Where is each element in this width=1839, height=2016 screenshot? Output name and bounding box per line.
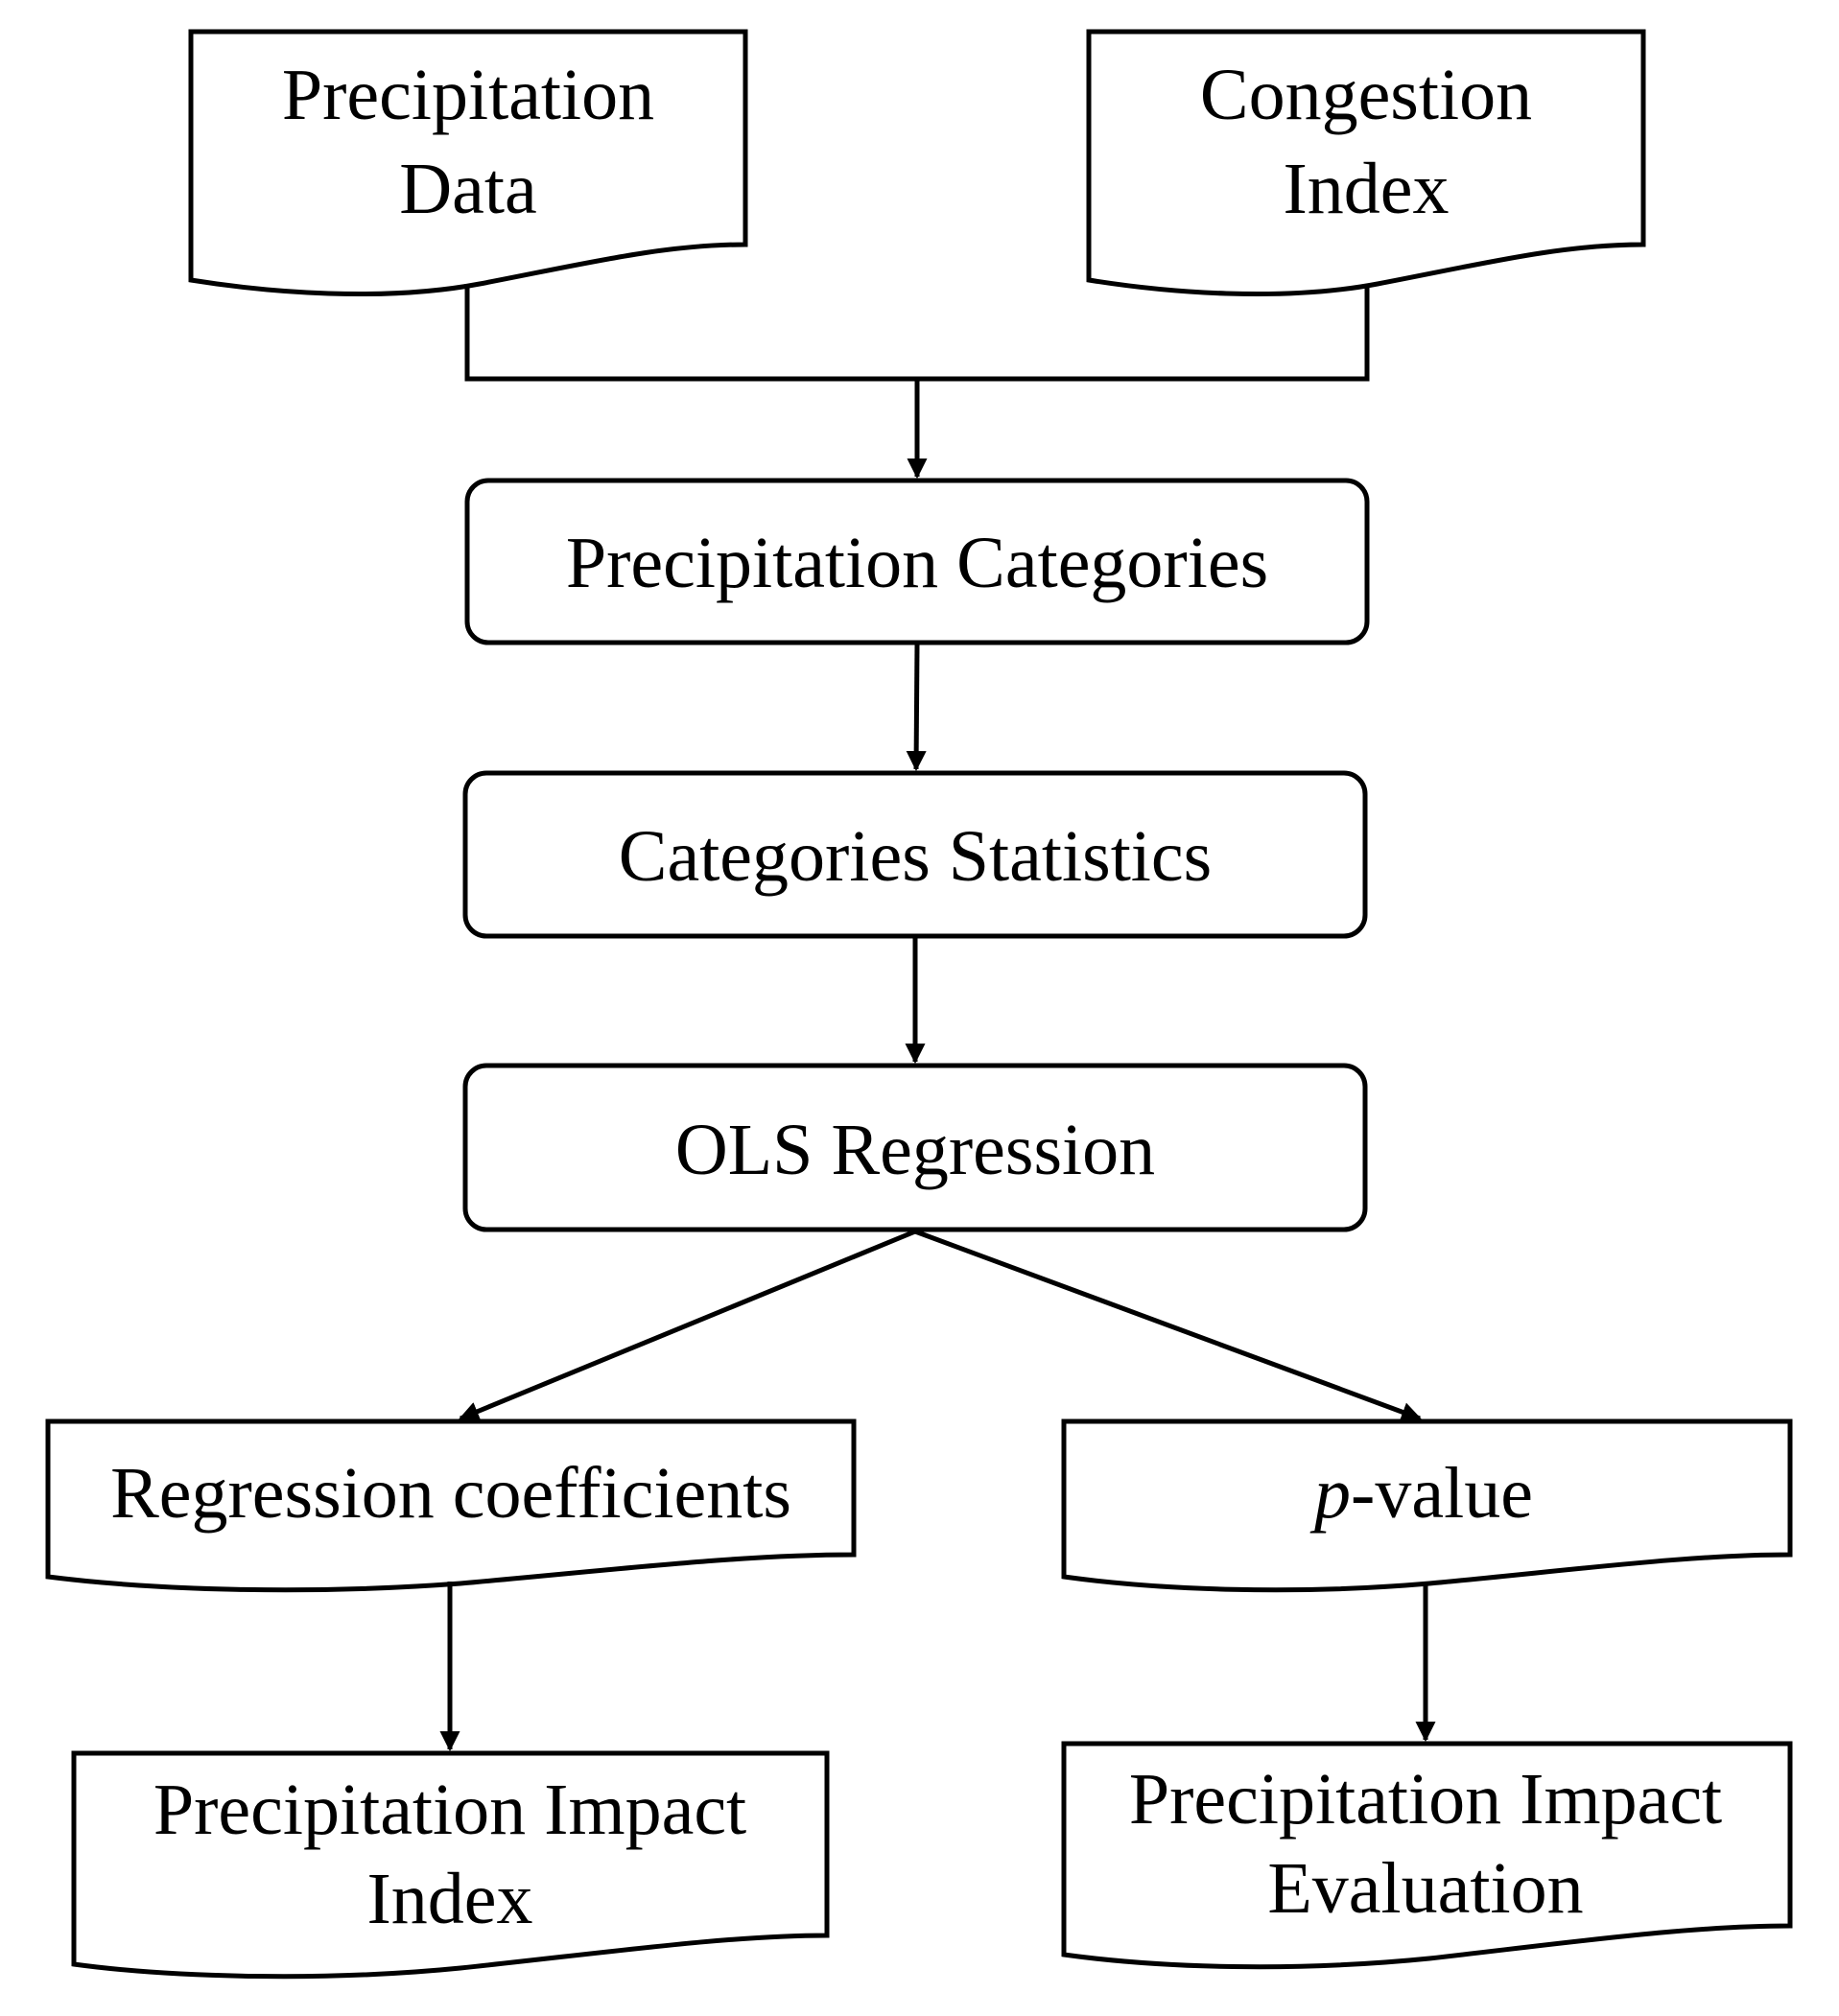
document-node-congestion-index: Congestion Index <box>1086 29 1646 297</box>
p-value-suffix: -value <box>1351 1453 1533 1534</box>
arrow-categories-to-statistics <box>906 644 927 772</box>
document-shape <box>71 1750 830 1980</box>
node-label-line-2: Index <box>1283 149 1449 229</box>
p-value-italic-p: p <box>1309 1453 1351 1534</box>
node-label: OLS Regression <box>675 1110 1155 1190</box>
process-node-categories-statistics: Categories Statistics <box>462 770 1368 939</box>
node-label: Regression coefficients <box>110 1453 791 1534</box>
node-label: Precipitation Categories <box>566 523 1268 603</box>
node-label-line-1: Precipitation <box>282 55 654 135</box>
document-node-p-value: p-value <box>1061 1418 1793 1593</box>
document-node-precipitation-impact-evaluation: Precipitation Impact Evaluation <box>1061 1741 1793 1970</box>
process-node-ols-regression: OLS Regression <box>462 1063 1368 1232</box>
document-node-precipitation-data: Precipitation Data <box>188 29 748 297</box>
document-node-precipitation-impact-index: Precipitation Impact Index <box>71 1750 830 1980</box>
process-shape <box>464 478 1370 645</box>
process-shape <box>462 1063 1368 1232</box>
document-shape <box>45 1418 857 1593</box>
document-shape <box>1061 1741 1793 1970</box>
node-label-line-1: Precipitation Impact <box>1129 1759 1722 1840</box>
process-node-precipitation-categories: Precipitation Categories <box>464 478 1370 645</box>
document-node-regression-coefficients: Regression coefficients <box>45 1418 857 1593</box>
node-label-line-2: Data <box>399 149 536 229</box>
document-shape <box>1086 29 1646 297</box>
process-shape <box>462 770 1368 939</box>
document-shape <box>188 29 748 297</box>
node-label-line-1: Precipitation Impact <box>153 1770 746 1850</box>
document-shape <box>1061 1418 1793 1593</box>
node-label: Categories Statistics <box>619 816 1212 897</box>
node-label-line-1: Congestion <box>1200 55 1532 135</box>
merge-connector <box>464 284 1370 382</box>
node-label: p-value <box>1309 1453 1533 1534</box>
arrow-ols-to-coefficients <box>459 1229 916 1421</box>
node-label-line-2: Index <box>366 1859 532 1939</box>
arrow-ols-to-p-value <box>914 1229 1422 1422</box>
node-label-line-2: Evaluation <box>1267 1848 1583 1929</box>
